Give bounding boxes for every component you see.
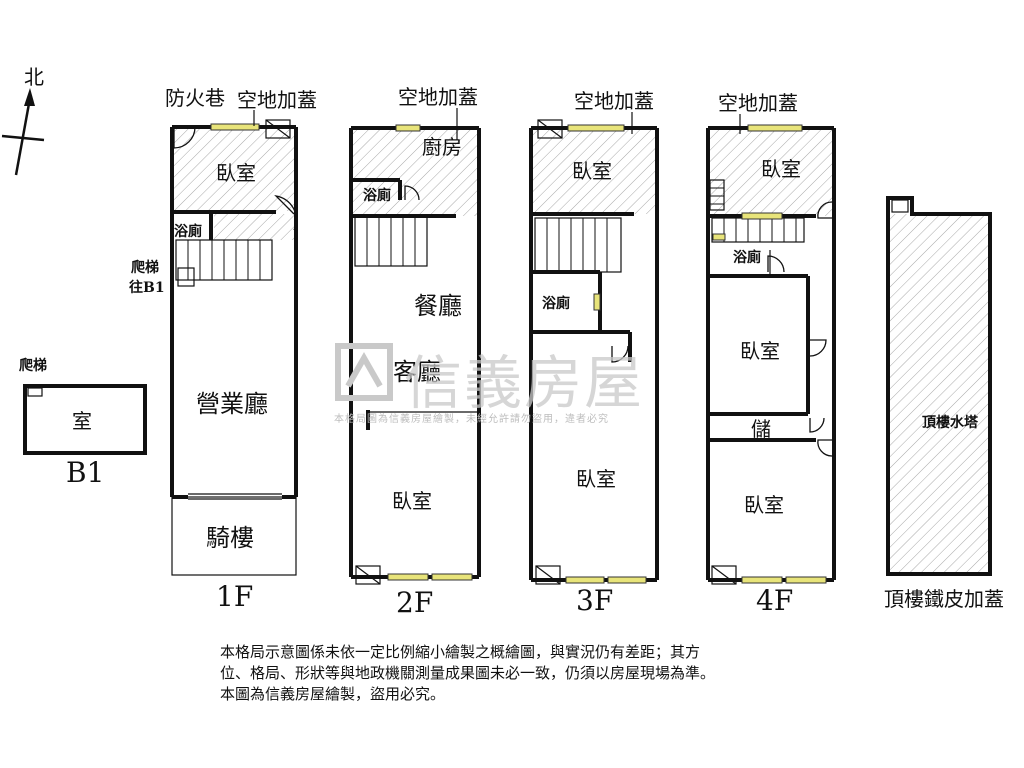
2f-floor-name: 2F bbox=[396, 586, 433, 619]
roof-floor-name: 頂樓鐵皮加蓋 bbox=[884, 587, 1004, 611]
3f-bedroom-bottom-label: 臥室 bbox=[576, 467, 616, 491]
1f-arcade-label: 騎樓 bbox=[206, 524, 254, 552]
floor-4f: 空地加蓋 臥室 浴廁 臥室 儲 臥室 4F bbox=[706, 91, 836, 617]
2f-dining-label: 餐廳 bbox=[414, 292, 462, 320]
4f-extension-label: 空地加蓋 bbox=[718, 91, 798, 115]
1f-bedroom-label: 臥室 bbox=[216, 161, 256, 185]
4f-bedroom-bottom-label: 臥室 bbox=[744, 493, 784, 517]
disclaimer-line: 位、格局、形狀等與地政機關測量成果圖未必一致，仍須以房屋現場為準。 bbox=[220, 664, 716, 682]
1f-ladder-label: 爬梯 bbox=[131, 259, 159, 276]
watermark: 信義房屋 本格局圖為信義房屋繪製，未經允許請勿盜用，違者必究 bbox=[334, 336, 694, 426]
1f-to-b1-label: 往B1 bbox=[129, 279, 165, 296]
4f-bedroom-top-label: 臥室 bbox=[761, 157, 801, 181]
roof-water-tower-label: 頂樓水塔 bbox=[922, 414, 979, 431]
3f-floor-name: 3F bbox=[576, 584, 613, 617]
1f-bath-label: 浴廁 bbox=[174, 223, 202, 240]
floor-b1: 爬梯 室 B1 bbox=[19, 357, 147, 489]
floor-1f: 防火巷 空地加蓋 臥室 浴廁 爬梯 往B1 營業廳 騎樓 1F bbox=[129, 86, 317, 613]
2f-kitchen-label: 廚房 bbox=[422, 135, 462, 159]
floor-roof: 頂樓水塔 頂樓鐵皮加蓋 bbox=[884, 196, 1004, 611]
4f-storage-label: 儲 bbox=[751, 417, 771, 441]
1f-extension-label: 空地加蓋 bbox=[237, 88, 317, 112]
brand-logo-icon bbox=[335, 343, 393, 401]
1f-business-hall-label: 營業廳 bbox=[196, 390, 268, 418]
3f-bath-label: 浴廁 bbox=[542, 295, 570, 312]
floor-2f: 空地加蓋 廚房 浴廁 餐廳 客廳 臥室 2F bbox=[349, 85, 481, 619]
3f-bedroom-top-label: 臥室 bbox=[572, 159, 612, 183]
2f-bedroom-label: 臥室 bbox=[392, 489, 432, 513]
1f-floor-name: 1F bbox=[216, 580, 253, 613]
4f-bedroom-mid-label: 臥室 bbox=[740, 339, 780, 363]
watermark-notice: 本格局圖為信義房屋繪製，未經允許請勿盜用，違者必究 bbox=[334, 414, 609, 425]
b1-ladder-label: 爬梯 bbox=[19, 357, 47, 374]
2f-living-label: 客廳 bbox=[393, 358, 441, 386]
disclaimer-line: 本圖為信義房屋繪製，盜用必究。 bbox=[220, 685, 446, 703]
1f-fire-lane-label: 防火巷 bbox=[165, 86, 225, 110]
4f-floor-name: 4F bbox=[756, 584, 793, 617]
3f-extension-label: 空地加蓋 bbox=[574, 89, 654, 113]
disclaimer: 本格局示意圖係未依一定比例縮小繪製之概繪圖，與實況仍有差距；其方 位、格局、形狀… bbox=[220, 642, 820, 705]
b1-floor-name: B1 bbox=[66, 456, 104, 489]
4f-bath-label: 浴廁 bbox=[733, 249, 761, 266]
2f-bath-label: 浴廁 bbox=[363, 187, 391, 204]
2f-extension-label: 空地加蓋 bbox=[398, 85, 478, 109]
compass-label: 北 bbox=[24, 65, 44, 89]
watermark-name: 信義房屋 bbox=[404, 349, 645, 417]
disclaimer-line: 本格局示意圖係未依一定比例縮小繪製之概繪圖，與實況仍有差距；其方 bbox=[220, 643, 701, 661]
b1-room-label: 室 bbox=[72, 409, 92, 433]
compass: 北 bbox=[1, 65, 45, 176]
floor-3f: 空地加蓋 臥室 浴廁 臥室 3F bbox=[529, 89, 659, 617]
north-arrow-icon bbox=[24, 88, 35, 106]
